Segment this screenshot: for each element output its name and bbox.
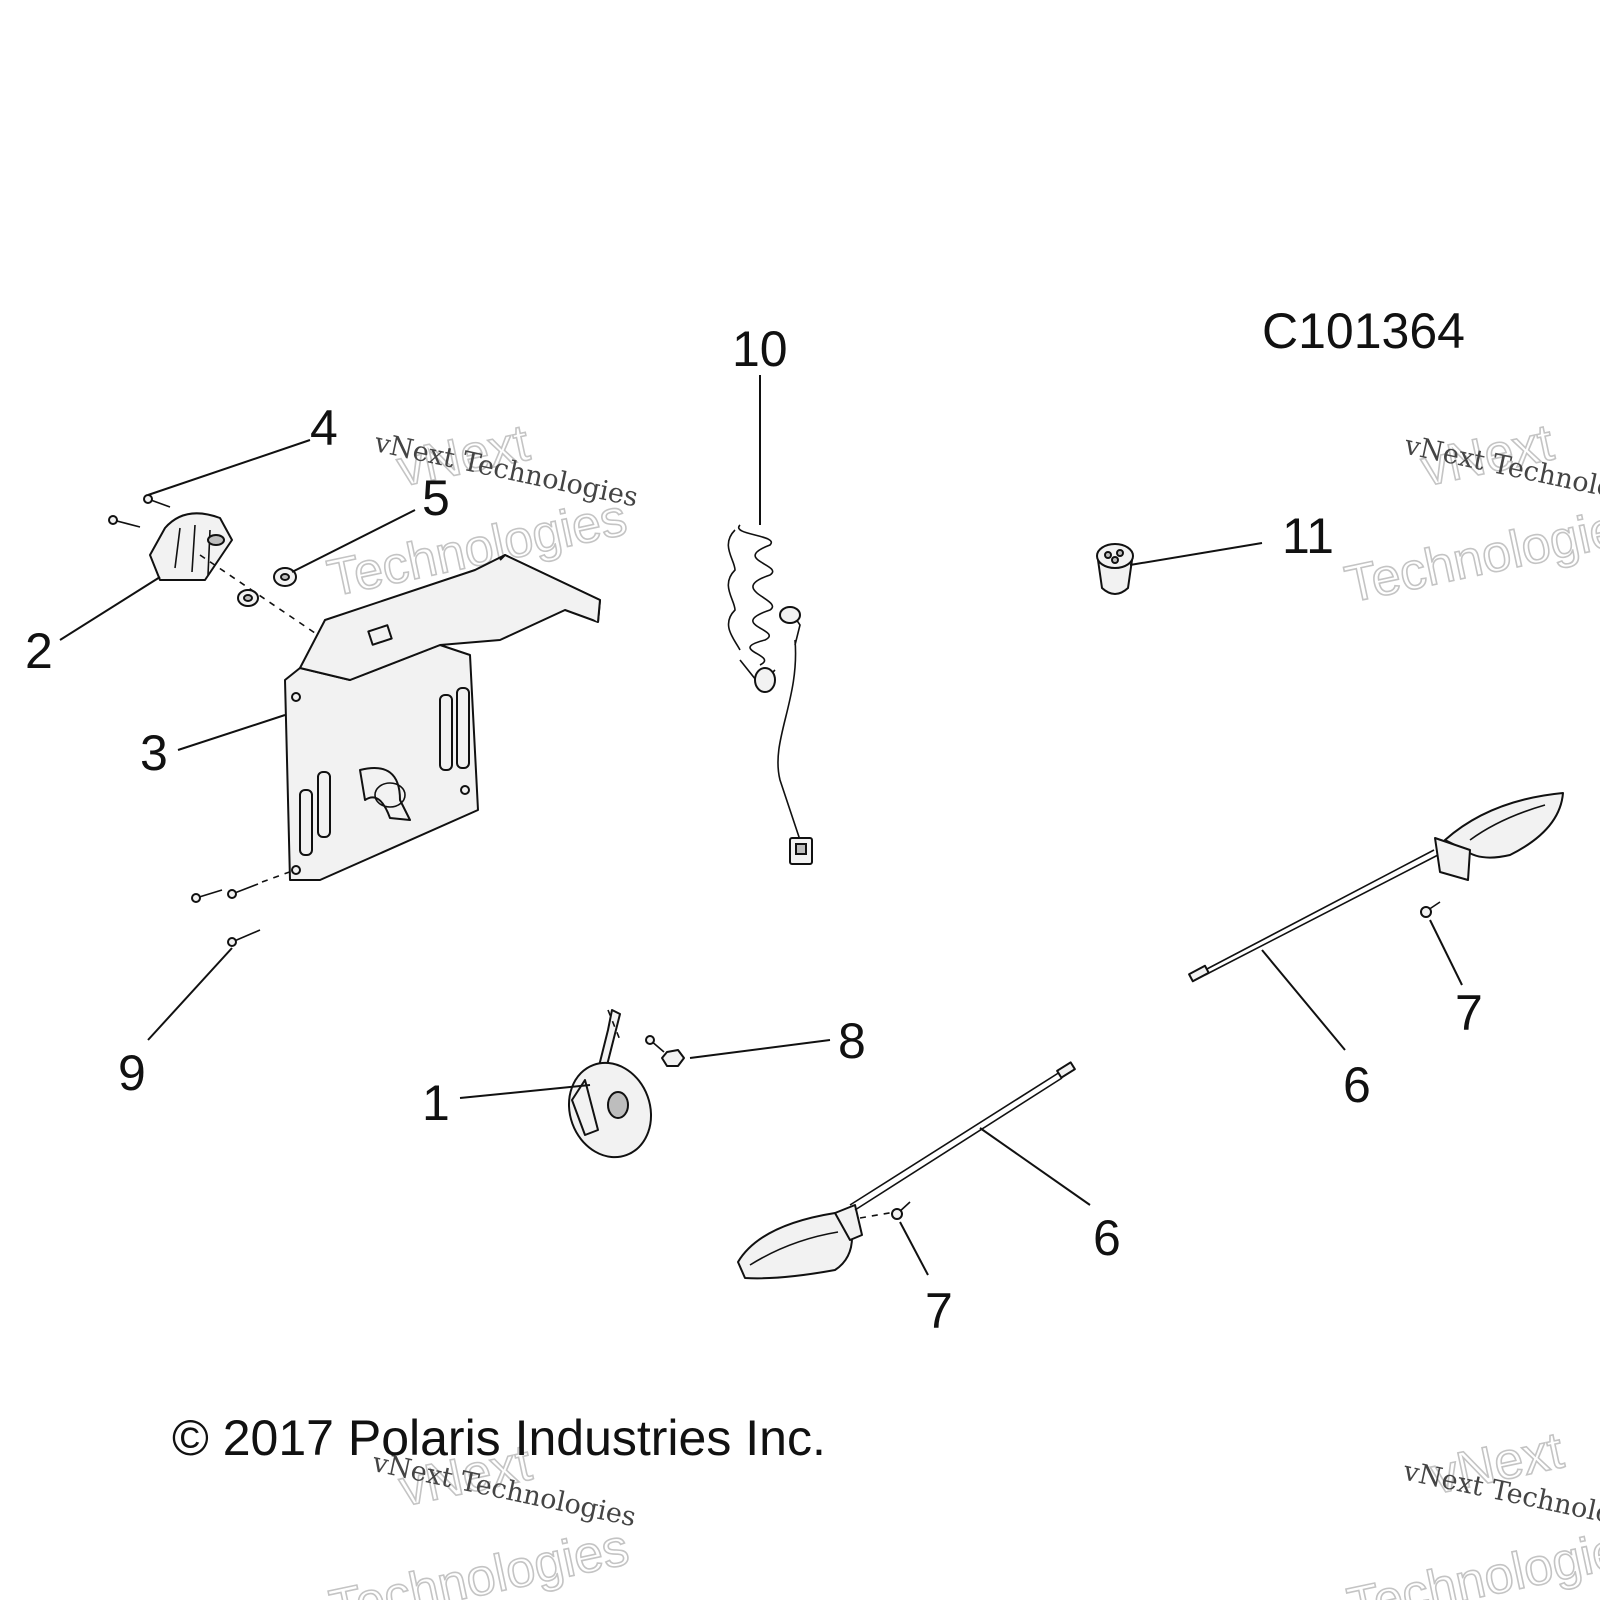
callout-2: 2 xyxy=(25,623,53,679)
watermark-outline-word: Technologies xyxy=(325,1518,634,1600)
part-10-tether-lanyard xyxy=(727,524,813,865)
callout-11: 11 xyxy=(1282,508,1334,564)
watermark-outline-word: Technologies xyxy=(1343,1516,1600,1600)
part-11-plug xyxy=(1096,543,1134,595)
callout-labels: 1 2 3 4 5 6 6 7 7 8 9 10 11 xyxy=(25,321,1483,1339)
callout-5: 5 xyxy=(422,470,450,526)
leader-lines xyxy=(59,375,1463,1276)
copyright-notice: © 2017 Polaris Industries Inc. xyxy=(172,1410,826,1466)
part-6-turn-signal-upper xyxy=(1188,792,1564,983)
callout-8: 8 xyxy=(838,1013,866,1069)
watermark-outline-word: Technologies xyxy=(1340,495,1600,615)
part-6-turn-signal-lower xyxy=(737,1061,1076,1280)
callout-4: 4 xyxy=(310,400,338,456)
callout-6-upper: 6 xyxy=(1343,1057,1371,1113)
part-5-grommet xyxy=(199,554,341,651)
part-4-screw xyxy=(143,494,171,508)
diagram-id-code: C101364 xyxy=(1262,303,1465,359)
part-9-screws xyxy=(191,869,296,947)
callout-1: 1 xyxy=(422,1075,450,1131)
callout-3: 3 xyxy=(140,725,168,781)
part-2-light-housing xyxy=(108,512,233,581)
part-1-horn xyxy=(567,1009,653,1159)
callout-10: 10 xyxy=(732,321,788,377)
callout-7-upper: 7 xyxy=(1455,985,1483,1041)
callout-7-lower: 7 xyxy=(925,1283,953,1339)
callout-6-lower: 6 xyxy=(1093,1210,1121,1266)
part-3-bracket xyxy=(284,554,601,881)
part-8-nut xyxy=(645,1035,685,1067)
callout-9: 9 xyxy=(118,1045,146,1101)
